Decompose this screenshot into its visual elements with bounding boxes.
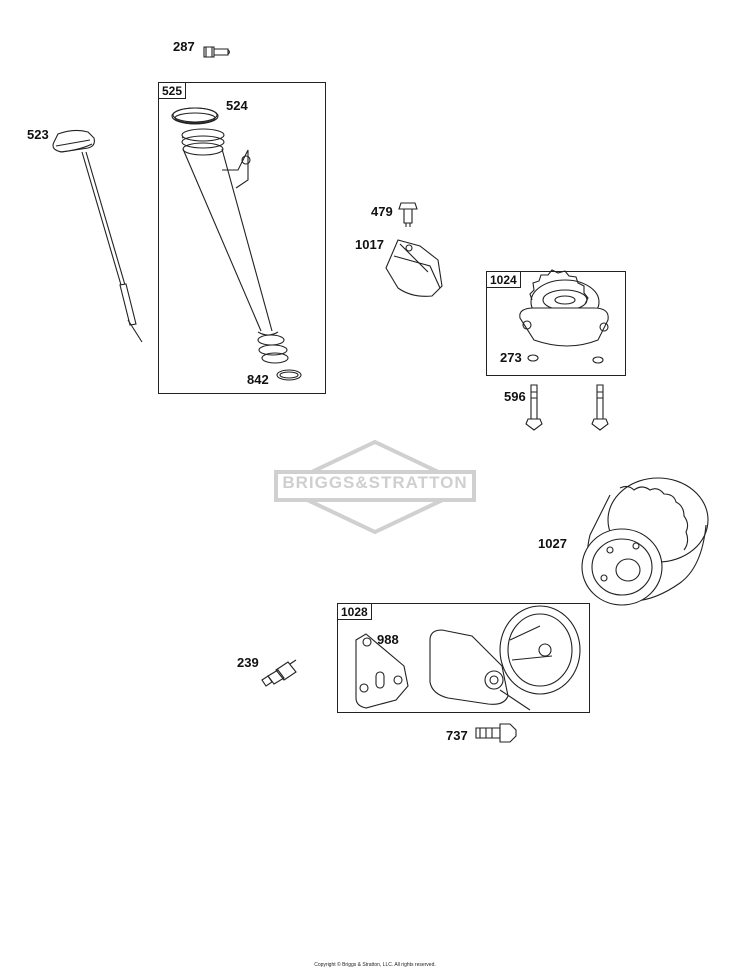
watermark-text: BRIGGS&STRATTON: [282, 473, 468, 492]
box-label-1024: 1024: [486, 271, 521, 288]
dipstick-523-icon: [52, 129, 143, 343]
copyright-text: Copyright © Briggs & Stratton, LLC. All …: [314, 962, 436, 968]
fill-tube-525-icon: [172, 107, 289, 364]
bolts-596-icon: [525, 384, 609, 431]
part-label-239: 239: [237, 655, 259, 670]
part-label-737: 737: [446, 728, 468, 743]
oil-pump-1024-icon: [519, 269, 609, 364]
bolt-287-icon: [203, 46, 231, 58]
part-label-988: 988: [377, 632, 399, 647]
part-label-1017: 1017: [355, 237, 384, 252]
watermark-logo-icon: [274, 439, 476, 535]
filter-adapter-1028-icon: [429, 605, 581, 711]
o-ring-842-icon: [276, 369, 302, 381]
gasket-988-icon: [355, 633, 409, 709]
part-label-524: 524: [226, 98, 248, 113]
part-label-287: 287: [173, 39, 195, 54]
group-frame-525: [158, 82, 326, 394]
part-label-523: 523: [27, 127, 49, 142]
bolt-479-icon: [398, 202, 418, 227]
box-label-1028: 1028: [337, 603, 372, 620]
part-label-1027: 1027: [538, 536, 567, 551]
bracket-1017-icon: [385, 239, 443, 297]
box-label-525: 525: [158, 82, 187, 99]
sensor-239-icon: [261, 659, 297, 687]
o-ring-524-icon: [171, 107, 219, 125]
part-label-273: 273: [500, 350, 522, 365]
part-label-596: 596: [504, 389, 526, 404]
group-frame-1028: [337, 603, 590, 713]
part-label-842: 842: [247, 372, 269, 387]
bolt-737-icon: [475, 723, 517, 743]
group-frame-1024: [486, 271, 626, 376]
oil-filter-1027-icon: [581, 477, 709, 606]
part-label-479: 479: [371, 204, 393, 219]
